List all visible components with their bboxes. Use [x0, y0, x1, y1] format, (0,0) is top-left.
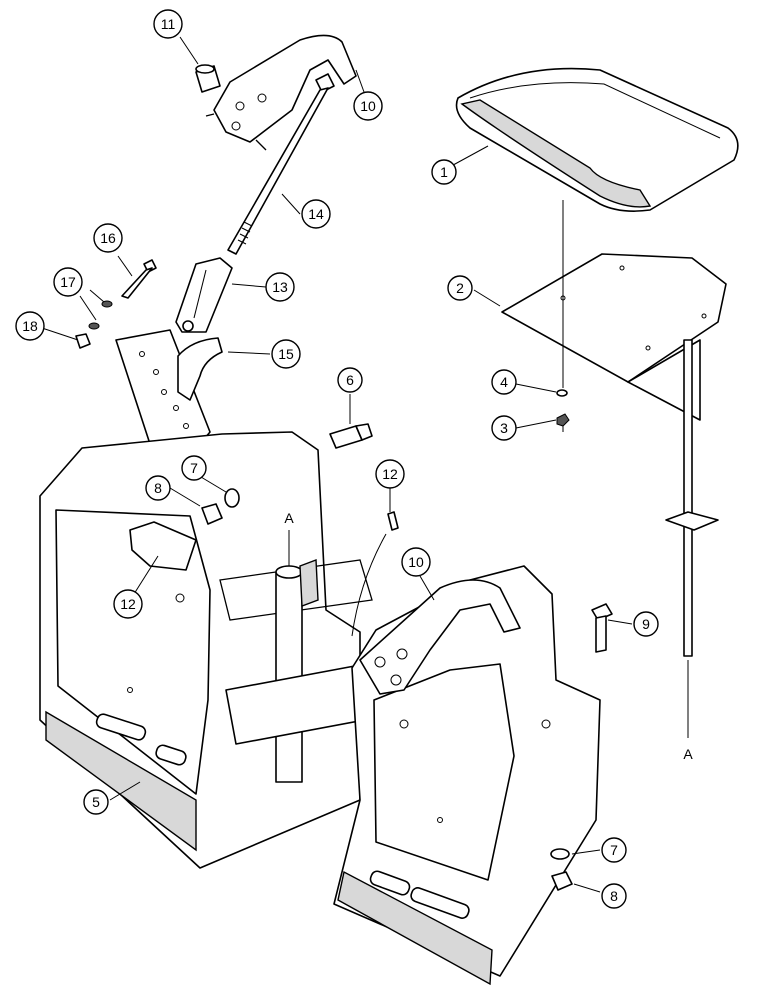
callout-10-lower: 10: [401, 547, 431, 577]
hex-bolt: [329, 423, 373, 449]
leader-lines: [41, 36, 689, 893]
callout-5: 5: [83, 789, 109, 815]
callout-9: 9: [633, 611, 659, 637]
callout-7-lower: 7: [601, 837, 627, 863]
svg-text:2: 2: [456, 280, 464, 296]
svg-text:16: 16: [100, 230, 116, 246]
svg-text:12: 12: [382, 466, 398, 482]
callout-16: 16: [93, 223, 123, 253]
callouts: 11 10 1 14 16 2 13 17 18 15 6 4 3 7 12 8…: [15, 9, 659, 909]
callout-1: 1: [431, 159, 457, 185]
callout-2: 2: [447, 275, 473, 301]
svg-text:7: 7: [610, 842, 618, 858]
callout-14: 14: [301, 199, 331, 229]
callout-15: 15: [271, 339, 301, 369]
svg-text:12: 12: [120, 596, 136, 612]
callout-8-upper: 8: [145, 475, 171, 501]
svg-text:10: 10: [408, 554, 424, 570]
svg-text:15: 15: [278, 346, 294, 362]
vertical-bolt: [591, 603, 613, 653]
callout-10-upper: 10: [353, 91, 383, 121]
svg-text:1: 1: [440, 164, 448, 180]
mount-plate: [115, 329, 223, 445]
spring-pin: [387, 511, 399, 531]
svg-text:4: 4: [500, 374, 508, 390]
callout-12-upper: 12: [375, 459, 405, 489]
svg-text:3: 3: [500, 420, 508, 436]
callout-11: 11: [153, 9, 183, 39]
svg-text:6: 6: [346, 372, 354, 388]
callout-13: 13: [265, 272, 295, 302]
svg-text:8: 8: [154, 480, 162, 496]
small-hardware: [75, 300, 113, 349]
callout-8-lower: 8: [601, 883, 627, 909]
seat-screw: [556, 389, 570, 432]
latch-lever-upper: [205, 34, 357, 151]
svg-text:18: 18: [22, 318, 38, 334]
svg-text:7: 7: [190, 460, 198, 476]
svg-text:11: 11: [161, 16, 176, 32]
callout-17: 17: [53, 267, 83, 297]
svg-text:5: 5: [92, 794, 100, 810]
clevis: [175, 257, 233, 333]
svg-text:17: 17: [60, 274, 76, 290]
bushing: [195, 64, 221, 93]
callout-7-upper: 7: [181, 455, 207, 481]
callout-12-lower: 12: [113, 589, 143, 619]
callout-4: 4: [491, 369, 517, 395]
reference-a-post: A: [284, 510, 294, 526]
right-frame: [333, 565, 601, 986]
callout-6: 6: [337, 367, 363, 393]
svg-text:8: 8: [610, 888, 618, 904]
svg-text:9: 9: [642, 616, 650, 632]
long-bolt: [227, 73, 335, 255]
seat-cushion: [455, 67, 739, 212]
svg-text:14: 14: [308, 206, 324, 222]
callout-18: 18: [15, 311, 45, 341]
svg-text:13: 13: [272, 279, 288, 295]
callout-3: 3: [491, 415, 517, 441]
small-bolt: [121, 259, 157, 299]
reference-a-rod: A: [683, 746, 693, 762]
lower-washer-nut: [550, 848, 573, 891]
upper-washer-nut: [201, 488, 240, 525]
seat-plate: [501, 253, 727, 657]
svg-text:10: 10: [360, 98, 376, 114]
